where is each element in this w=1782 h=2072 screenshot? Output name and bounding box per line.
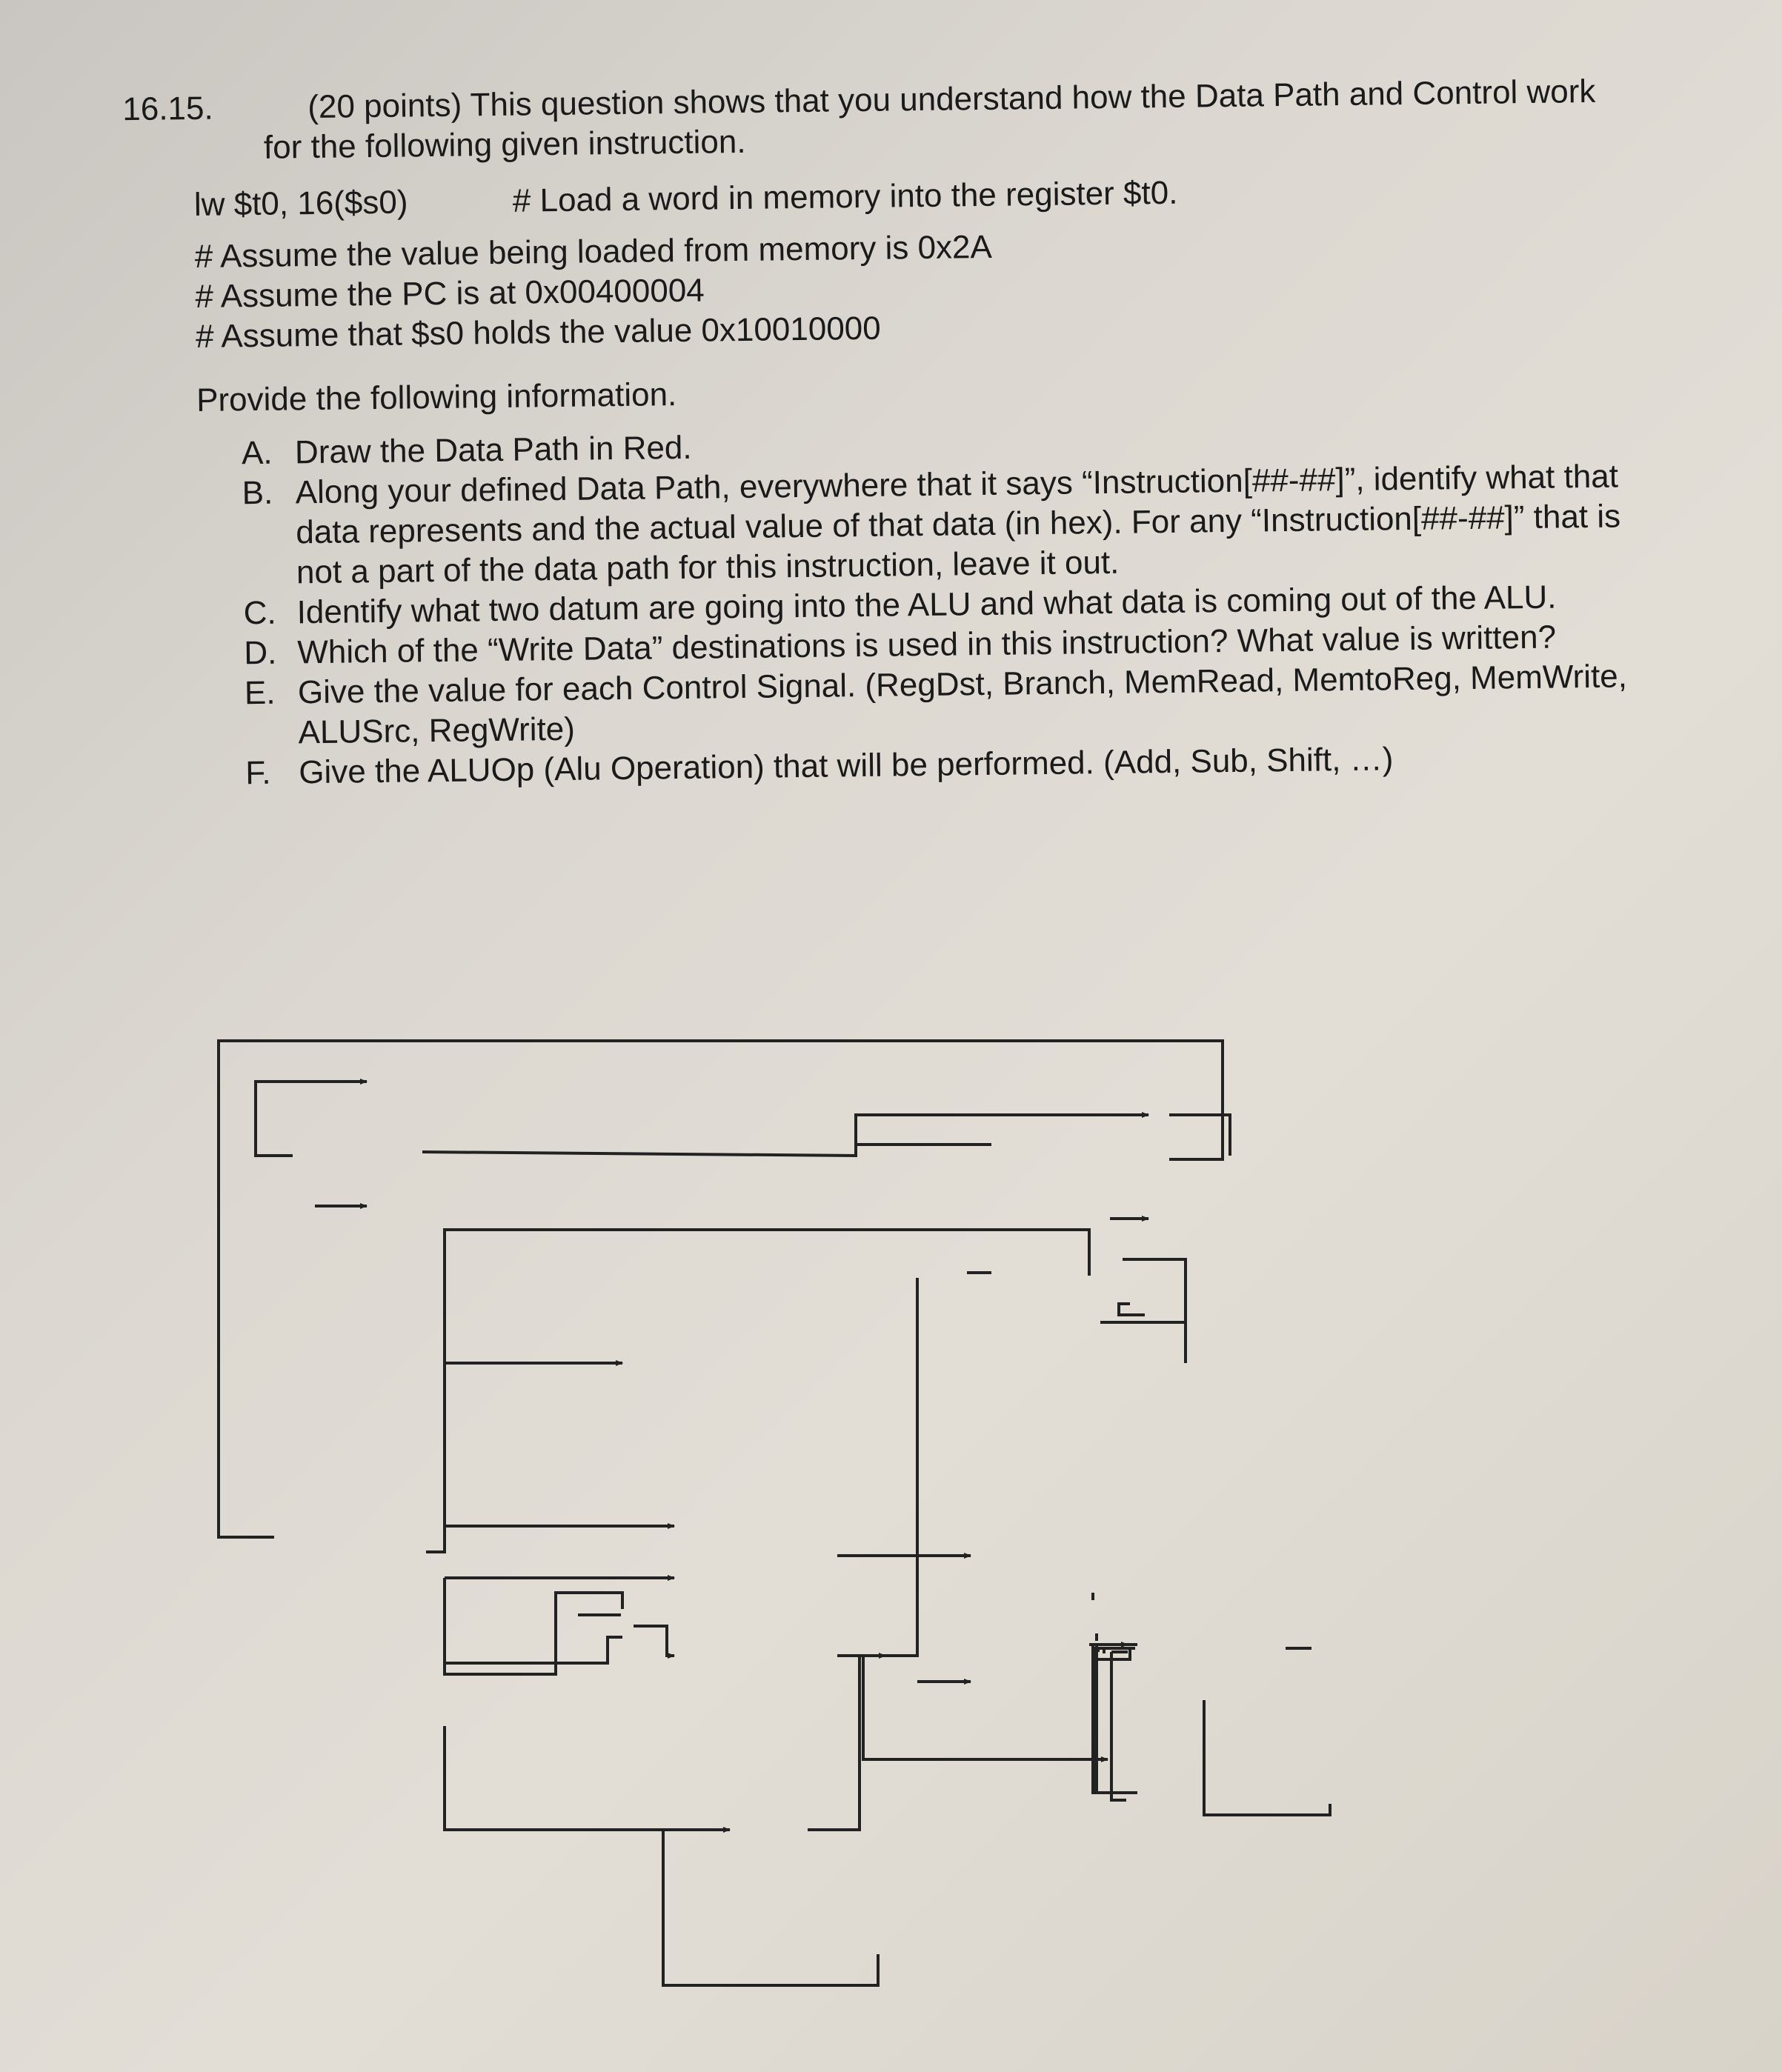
datapath-wires <box>217 1039 1331 1987</box>
